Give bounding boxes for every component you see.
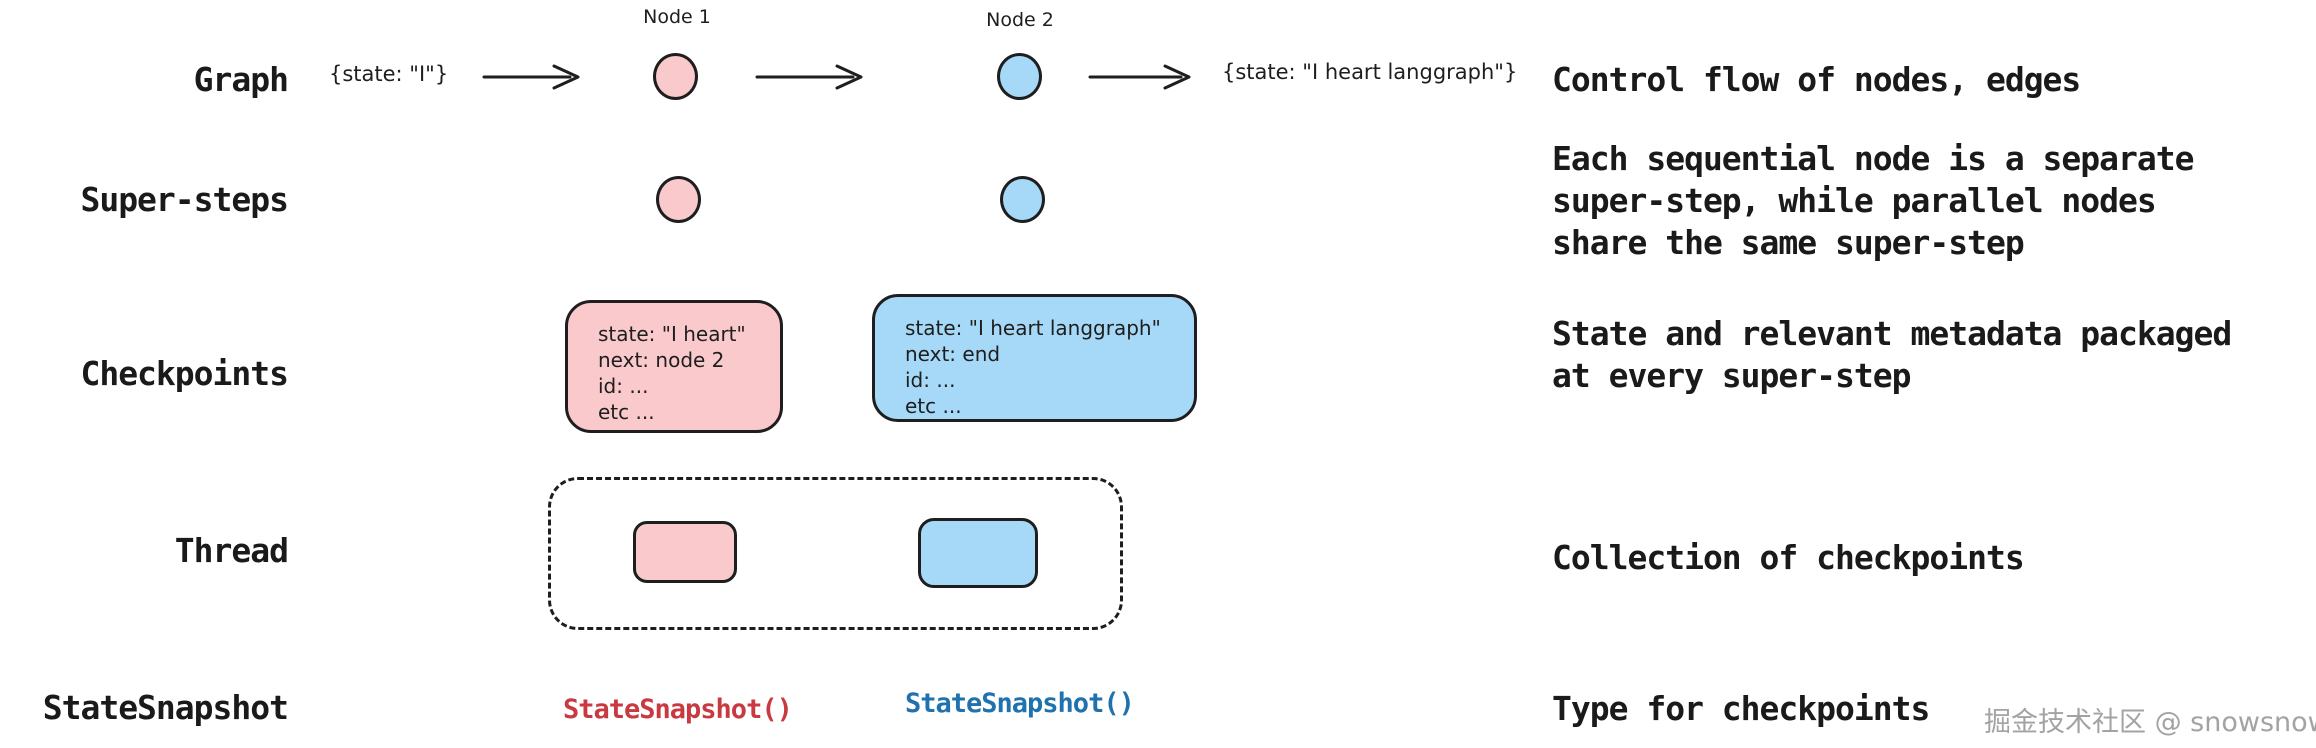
description-super-steps-l3: share the same super-step	[1552, 223, 2025, 262]
row-label-graph: Graph	[193, 60, 289, 99]
description-checkpoints-l2: at every super-step	[1552, 356, 1911, 395]
description-thread: Collection of checkpoints	[1552, 538, 2025, 577]
row-label-statesnapshot: StateSnapshot	[42, 688, 289, 727]
checkpoint2-line-next: next: end	[905, 342, 1001, 366]
row-label-super-steps: Super-steps	[80, 180, 289, 219]
checkpoint1-line-state: state: "I heart"	[598, 322, 746, 346]
flow-arrow-icon	[482, 64, 580, 90]
node1-circle	[653, 53, 698, 100]
thread-checkpoint1-box	[633, 521, 737, 583]
checkpoint2-line-id: id: ...	[905, 368, 956, 392]
input-state-text: {state: "I"}	[329, 62, 449, 86]
checkpoint1-line-etc: etc ...	[598, 400, 655, 424]
output-state-text: {state: "I heart langgraph"}	[1222, 60, 1518, 84]
checkpoint1-box: state: "I heart" next: node 2 id: ... et…	[565, 300, 783, 433]
watermark: 掘金技术社区 @ snowsnow	[1984, 707, 2316, 738]
checkpoint2-box: state: "I heart langgraph" next: end id:…	[872, 294, 1197, 422]
statesnapshot2-text: StateSnapshot()	[905, 688, 1135, 719]
description-statesnapshot: Type for checkpoints	[1552, 689, 1930, 728]
statesnapshot1-text: StateSnapshot()	[563, 694, 793, 725]
description-checkpoints-l1: State and relevant metadata packaged	[1552, 314, 2232, 353]
row-label-thread: Thread	[174, 531, 289, 570]
thread-container	[548, 477, 1123, 630]
thread-checkpoint2-box	[918, 518, 1038, 588]
description-graph: Control flow of nodes, edges	[1552, 60, 2081, 99]
checkpoint1-line-id: id: ...	[598, 374, 649, 398]
checkpoint2-line-state: state: "I heart langgraph"	[905, 316, 1161, 340]
super-step-node2-circle	[1000, 176, 1045, 223]
node1-label: Node 1	[643, 6, 711, 28]
description-super-steps-l2: super-step, while parallel nodes	[1552, 181, 2157, 220]
node2-label: Node 2	[986, 9, 1054, 31]
flow-arrow-icon	[755, 64, 863, 90]
node2-circle	[997, 53, 1042, 100]
flow-arrow-icon	[1088, 64, 1191, 90]
checkpoint2-line-etc: etc ...	[905, 394, 962, 418]
row-label-checkpoints: Checkpoints	[80, 354, 289, 393]
super-step-node1-circle	[656, 176, 701, 223]
checkpoint1-line-next: next: node 2	[598, 348, 725, 372]
description-super-steps-l1: Each sequential node is a separate	[1552, 139, 2195, 178]
